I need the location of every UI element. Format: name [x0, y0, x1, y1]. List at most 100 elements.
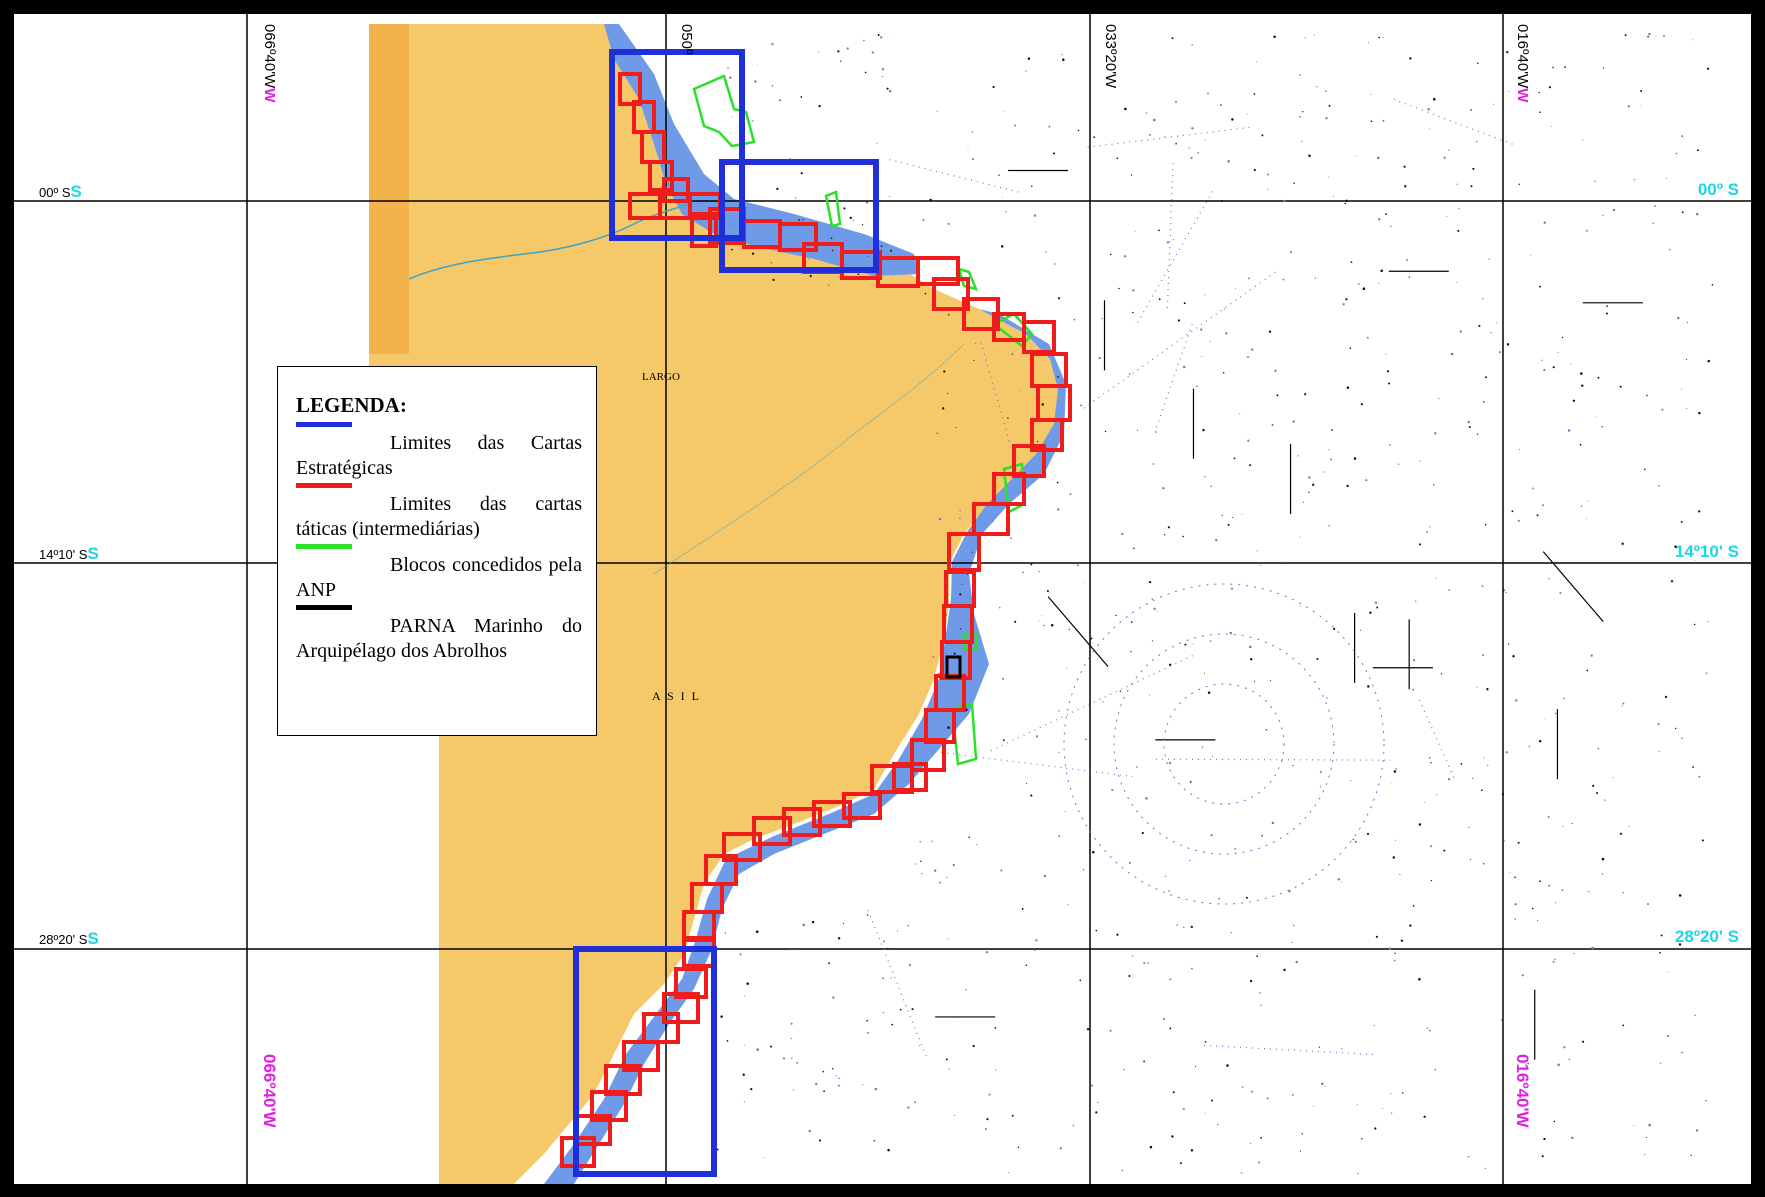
sounding-dot — [1086, 1028, 1090, 1031]
sounding-dot — [746, 982, 749, 985]
sounding-dot — [750, 1088, 753, 1091]
sounding-dot — [1057, 297, 1061, 300]
sounding-dot — [802, 923, 805, 927]
sounding-dot — [1285, 561, 1287, 563]
sounding-dot — [1232, 516, 1234, 518]
sounding-dot — [1619, 832, 1622, 835]
sounding-dot — [1222, 372, 1225, 374]
sounding-dot — [807, 258, 810, 260]
sounding-dot — [1374, 601, 1378, 604]
sounding-dot — [1346, 484, 1349, 488]
sounding-dot — [1681, 211, 1684, 214]
sounding-dot — [1419, 460, 1421, 462]
sounding-dot — [933, 869, 937, 872]
sounding-dot — [1506, 51, 1509, 54]
sounding-dot — [948, 1068, 950, 1070]
sounding-dot — [1207, 691, 1211, 695]
sounding-dot — [1506, 343, 1510, 346]
sounding-dot — [1152, 463, 1155, 465]
sounding-dot — [908, 963, 911, 967]
sounding-dot — [959, 517, 961, 520]
sounding-dot — [1000, 245, 1004, 248]
range-ring-2 — [1063, 583, 1385, 905]
sounding-dot — [1217, 1124, 1219, 1126]
sounding-dot — [1667, 1035, 1669, 1037]
sounding-dot — [1530, 254, 1531, 256]
legend-label-tactical: Limites das cartas táticas (intermediári… — [296, 493, 582, 540]
sounding-dot — [1156, 610, 1158, 612]
sounding-dot — [992, 85, 995, 89]
sounding-dot — [965, 989, 967, 991]
sounding-dot — [861, 224, 864, 226]
sounding-dot — [1158, 229, 1160, 232]
sounding-dot — [1204, 294, 1206, 296]
sounding-dot — [1512, 655, 1515, 658]
sounding-dot — [1231, 118, 1234, 121]
sounding-dot — [1197, 151, 1200, 154]
sounding-dot — [932, 656, 935, 658]
legend-label-parna: PARNA Marinho do Arquipélago dos Abrolho… — [296, 615, 582, 662]
sounding-dot — [1701, 839, 1704, 842]
sounding-dot — [1077, 129, 1080, 132]
sounding-dot — [1553, 1120, 1556, 1123]
sounding-dot — [771, 43, 774, 46]
sounding-dot — [1052, 152, 1056, 155]
tactical-chart-box-23 — [1012, 444, 1046, 478]
sounding-dot — [1008, 1171, 1009, 1173]
sounding-dot — [1531, 907, 1534, 910]
sounding-dot — [1536, 514, 1539, 517]
sounding-dot — [1430, 879, 1433, 882]
sounding-dot — [1325, 117, 1328, 120]
sounding-dot — [1484, 523, 1487, 526]
sounding-dot — [1141, 831, 1144, 835]
sounding-dot — [1532, 487, 1534, 490]
sounding-dot — [955, 427, 957, 429]
sounding-dot — [1428, 1029, 1431, 1032]
sounding-dot — [1395, 839, 1397, 841]
sounding-dot — [1045, 251, 1047, 253]
sounding-dot — [1557, 351, 1559, 353]
soundings — [715, 32, 1714, 1174]
sounding-dot — [1447, 778, 1451, 781]
sounding-dot — [1698, 411, 1701, 415]
sounding-dot — [1392, 856, 1396, 859]
legend-swatch-strategic — [296, 422, 352, 427]
tactical-chart-box-3 — [648, 160, 674, 192]
sounding-dot — [889, 196, 891, 198]
sounding-dot — [1204, 1040, 1207, 1043]
sounding-dot — [1189, 859, 1191, 862]
sounding-dot — [1308, 476, 1311, 479]
sounding-dot — [1476, 141, 1478, 143]
sounding-dot — [1182, 535, 1184, 538]
sounding-dot — [886, 947, 889, 950]
sounding-dot — [1266, 173, 1269, 176]
sounding-dot — [1210, 1099, 1213, 1102]
sounding-dot — [1665, 177, 1668, 180]
sounding-dot — [1382, 119, 1385, 122]
nautical-chart-map[interactable]: 00º SS 14º10' SS 28º20' SS 00º S 14º10' … — [14, 14, 1751, 1184]
sounding-dot — [1283, 199, 1286, 203]
map-canvas[interactable] — [14, 14, 1751, 1184]
sounding-dot — [973, 359, 975, 362]
sounding-dot — [1585, 517, 1587, 519]
sounding-dot — [1248, 277, 1250, 280]
sounding-dot — [1215, 539, 1218, 542]
sounding-dot — [729, 76, 732, 79]
sounding-dot — [1580, 505, 1583, 507]
sounding-dot — [1693, 623, 1696, 626]
sounding-dot — [1135, 766, 1138, 768]
track-line — [1083, 271, 1276, 409]
sounding-dot — [873, 1140, 876, 1142]
sounding-dot — [1299, 536, 1301, 538]
sounding-dot — [897, 930, 899, 932]
sounding-dot — [880, 245, 883, 248]
sounding-dot — [1554, 902, 1556, 904]
sounding-dot — [1302, 111, 1304, 113]
legend-title: LEGENDA: — [296, 393, 407, 417]
continental-shelf — [604, 24, 919, 276]
sounding-dot — [1694, 1014, 1696, 1016]
sounding-dot — [751, 252, 755, 255]
sounding-dot — [1659, 1062, 1662, 1064]
sounding-dot — [1151, 640, 1153, 642]
sounding-dot — [756, 63, 758, 65]
